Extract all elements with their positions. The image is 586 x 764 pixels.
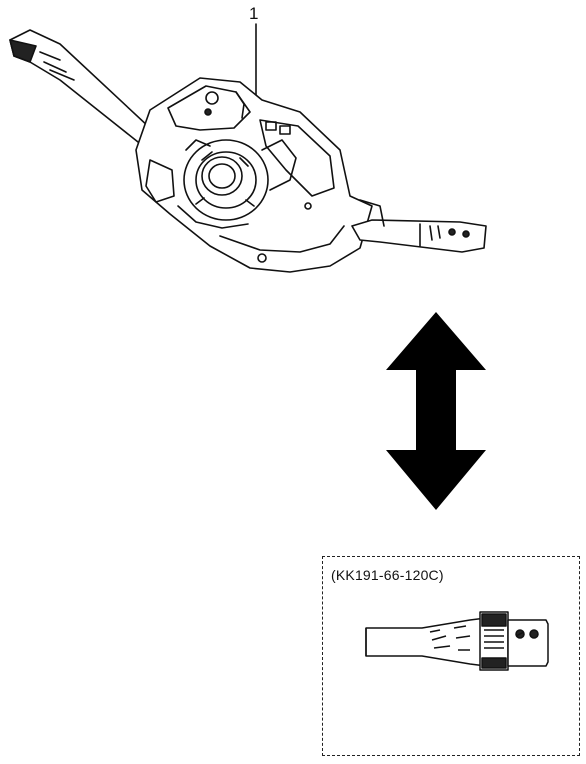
inset-part-number: (KK191-66-120C) xyxy=(331,567,444,583)
callout-number: 1 xyxy=(249,4,259,23)
inset-box: (KK191-66-120C) xyxy=(322,556,580,756)
